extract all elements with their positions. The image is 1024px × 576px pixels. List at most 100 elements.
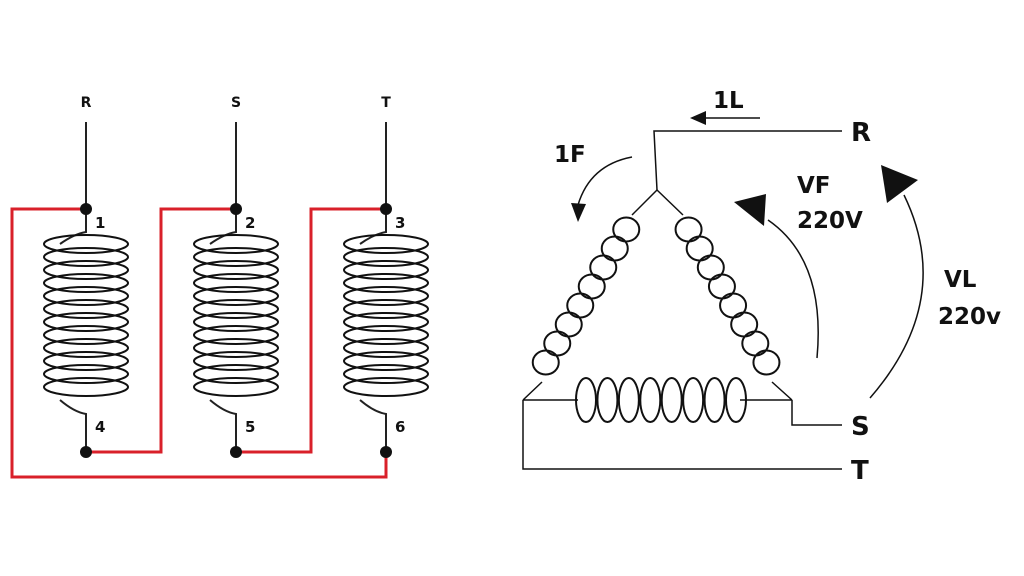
junction-dot-6: [380, 446, 392, 458]
phase-voltage-arrowhead: [734, 194, 766, 226]
coil-turn: [577, 273, 606, 300]
coil-1-lead-out: [59, 399, 87, 452]
coil-turn: [193, 338, 279, 358]
coil-turn: [612, 216, 641, 243]
phase-current-arrow-arc: [577, 156, 633, 206]
delta-coil-left: [531, 216, 641, 376]
coil-turn: [43, 234, 129, 254]
line-voltage-arrow-arc: [869, 194, 924, 399]
coil-turn: [193, 260, 279, 280]
coil-turn: [193, 351, 279, 371]
coil-winding-2: [193, 234, 279, 397]
phase-current-arrowhead: [571, 203, 586, 222]
coil-turn: [725, 377, 747, 423]
coil-turn: [193, 325, 279, 345]
coil-turn: [193, 299, 279, 319]
coil-3-lead-out: [359, 399, 387, 452]
coil-turn: [554, 311, 583, 338]
coil-turn: [566, 292, 595, 319]
junction-dot-1: [80, 203, 92, 215]
coil-number-6: 6: [395, 418, 405, 436]
coil-turn: [343, 312, 429, 332]
coil-turn: [752, 349, 781, 376]
coil-number-3: 3: [395, 214, 405, 232]
coil-turn: [43, 351, 129, 371]
terminal-label-t: T: [381, 95, 391, 111]
coil-turn: [43, 338, 129, 358]
junction-dot-2: [230, 203, 242, 215]
coil-turn: [343, 260, 429, 280]
coil-turn: [674, 216, 703, 243]
coil-turn: [343, 377, 429, 397]
coil-turn: [600, 235, 629, 262]
terminal-label-r-delta: R: [851, 118, 871, 148]
delta-top-vertex: [631, 189, 684, 216]
phase-voltage-name: VF: [797, 173, 831, 199]
coil-winding-3: [343, 234, 429, 397]
coil-turn: [682, 377, 705, 423]
coil-turn: [730, 311, 759, 338]
coil-turn: [343, 247, 429, 267]
terminal-label-s: S: [231, 95, 241, 111]
coil-turn: [741, 330, 770, 357]
coil-turn: [43, 286, 129, 306]
delta-right-vertex: [740, 381, 793, 401]
coil-turn: [343, 338, 429, 358]
coil-turn: [193, 312, 279, 332]
coil-turn: [43, 299, 129, 319]
line-t-conductor: [522, 400, 842, 470]
coil-turn: [193, 273, 279, 293]
coil-turn: [543, 330, 572, 357]
coil-turn: [660, 377, 683, 423]
phase-voltage-arrow-arc: [767, 219, 819, 359]
coil-turn: [639, 377, 662, 423]
coil-number-1: 1: [95, 214, 105, 232]
coil-turn: [193, 364, 279, 384]
phase-current-label: 1F: [554, 142, 586, 168]
coil-turn: [43, 377, 129, 397]
terminal-label-r: R: [81, 95, 92, 111]
coil-turn: [43, 273, 129, 293]
coil-turn: [343, 234, 429, 254]
coil-turn: [43, 247, 129, 267]
coil-number-4: 4: [95, 418, 105, 436]
line-current-label: 1L: [713, 88, 744, 114]
coil-turn: [343, 364, 429, 384]
line-s-conductor: [791, 400, 842, 426]
junction-dot-3: [380, 203, 392, 215]
coil-turn: [193, 234, 279, 254]
terminal-label-s-delta: S: [851, 412, 870, 442]
coil-turn: [531, 349, 560, 376]
phase-voltage-value: 220V: [797, 208, 863, 234]
coil-turn: [575, 377, 597, 423]
coil-number-2: 2: [245, 214, 255, 232]
coil-turn: [343, 351, 429, 371]
junction-dot-5: [230, 446, 242, 458]
delta-connection-panel: 1L 1F VF 220V VL 220v R S T: [522, 88, 1001, 486]
coil-turn: [43, 312, 129, 332]
left-winding-panel: R S T 1 2 3: [10, 95, 429, 479]
coil-turn: [43, 260, 129, 280]
line-voltage-arrowhead: [881, 165, 918, 203]
coil-turn: [43, 364, 129, 384]
coil-winding-1: [43, 234, 129, 397]
terminal-label-t-delta: T: [851, 456, 869, 486]
coil-turn: [617, 377, 640, 423]
jumper-5-3: [236, 207, 386, 454]
coil-turn: [343, 325, 429, 345]
coil-turn: [193, 286, 279, 306]
line-voltage-name: VL: [944, 267, 977, 293]
coil-turn: [589, 254, 618, 281]
line-r-conductor: [653, 130, 842, 191]
delta-coil-right: [674, 216, 781, 376]
coil-number-5: 5: [245, 418, 255, 436]
coil-2-lead-out: [209, 399, 237, 452]
coil-turn: [43, 325, 129, 345]
coil-turn: [343, 273, 429, 293]
coil-turn: [343, 286, 429, 306]
coil-turn: [343, 299, 429, 319]
coil-turn: [596, 377, 619, 423]
coil-turn: [685, 235, 714, 262]
coil-turn: [696, 254, 725, 281]
